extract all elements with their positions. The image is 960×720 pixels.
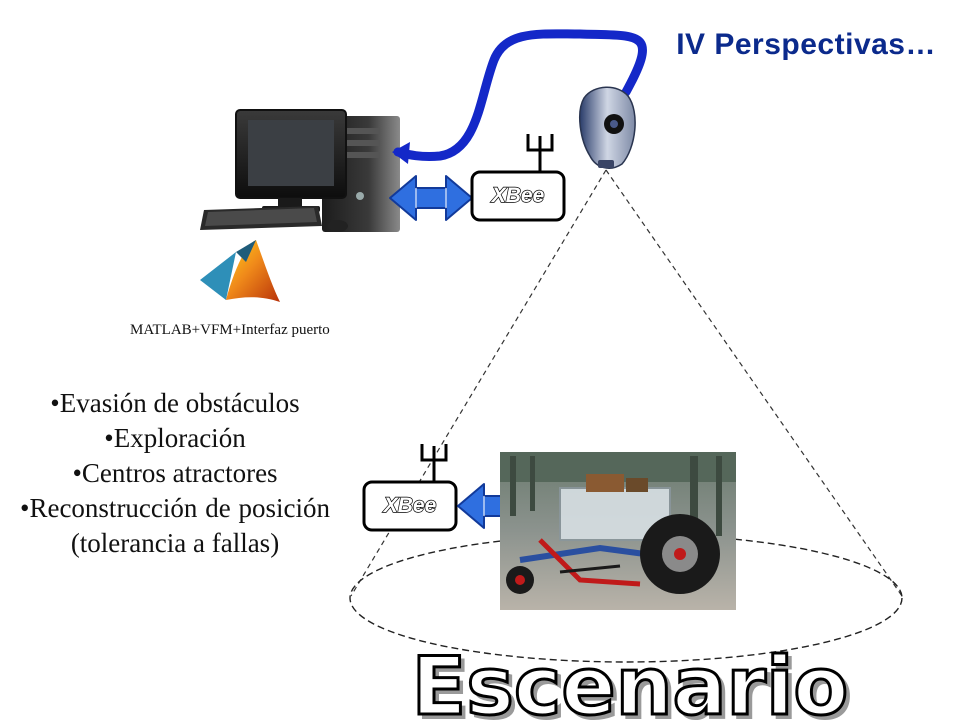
feature-list: •Evasión de obstáculos •Exploración •Cen… — [20, 386, 330, 561]
feature-item: •Centros atractores — [72, 458, 278, 488]
feature-item: •Evasión de obstáculos — [50, 388, 300, 418]
xbee-top-label: XBee — [491, 184, 545, 207]
xbee-module-bottom: XBee — [362, 444, 458, 532]
xbee-module-top: XBee — [470, 134, 566, 222]
matlab-logo-icon — [200, 240, 280, 302]
feature-item: •Exploración — [104, 423, 246, 453]
feature-item: •Reconstrucción de posición (tolerancia … — [20, 493, 330, 558]
robot-photo — [500, 452, 736, 610]
scenario-label: Escenario Escenario — [410, 639, 853, 720]
xbee-bottom-label: XBee — [383, 494, 437, 517]
camera-cable — [393, 29, 647, 161]
antenna-icon — [526, 134, 554, 174]
computer-icon — [200, 109, 400, 232]
software-caption: MATLAB+VFM+Interfaz puerto — [130, 322, 330, 338]
top-data-arrow — [389, 175, 473, 221]
scenario-label-text: Escenario — [412, 640, 849, 720]
camera-icon — [578, 86, 636, 169]
cable-arrowhead — [392, 142, 410, 164]
svg-text:Escenario: Escenario — [416, 644, 853, 720]
slide-title: IV Perspectivas… — [676, 28, 936, 61]
antenna-icon — [420, 444, 448, 484]
